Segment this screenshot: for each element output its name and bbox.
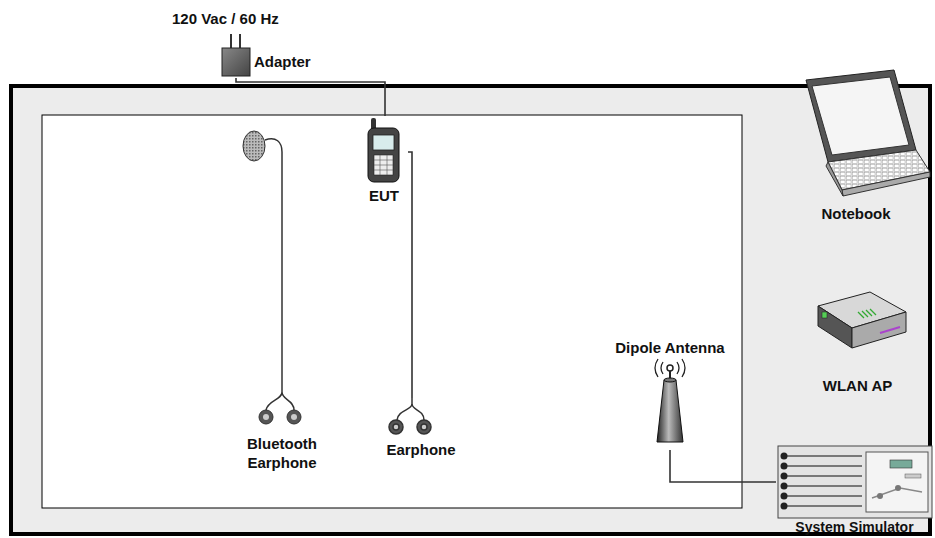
dipole-antenna-icon — [655, 359, 685, 442]
device-label: System Simulator — [776, 518, 933, 537]
cable — [670, 450, 776, 482]
device-label: Bluetooth Earphone — [232, 434, 332, 472]
device-label: Adapter — [254, 52, 328, 71]
wlan-ap-icon — [818, 292, 906, 348]
phone-icon — [368, 118, 399, 182]
earphone-icon — [389, 398, 431, 434]
device-label: EUT — [360, 186, 408, 205]
bluetooth-earphone-node: Bluetooth Earphone — [232, 128, 332, 476]
cable — [236, 78, 385, 116]
earphone-node: Earphone — [376, 398, 466, 460]
device-label: WLAN AP — [800, 376, 915, 395]
power-label: 120 Vac / 60 Hz — [172, 9, 279, 28]
notebook-node: Notebook — [780, 66, 932, 224]
system-simulator-icon — [778, 446, 932, 518]
wlan-ap-node: WLAN AP — [800, 286, 915, 397]
adapter-node: Adapter — [220, 46, 328, 78]
device-label: Dipole Antenna — [600, 338, 740, 357]
adapter-icon — [222, 34, 250, 76]
eut-phone-node: EUT — [360, 116, 408, 207]
cable — [408, 152, 412, 398]
system-simulator-node: System Simulator — [776, 442, 933, 538]
bluetooth-earphone-icon — [243, 131, 301, 424]
device-label: Earphone — [376, 440, 466, 459]
dipole-antenna-node: Dipole Antenna — [600, 336, 740, 450]
device-label: Notebook — [780, 204, 932, 223]
notebook-icon — [806, 70, 930, 196]
